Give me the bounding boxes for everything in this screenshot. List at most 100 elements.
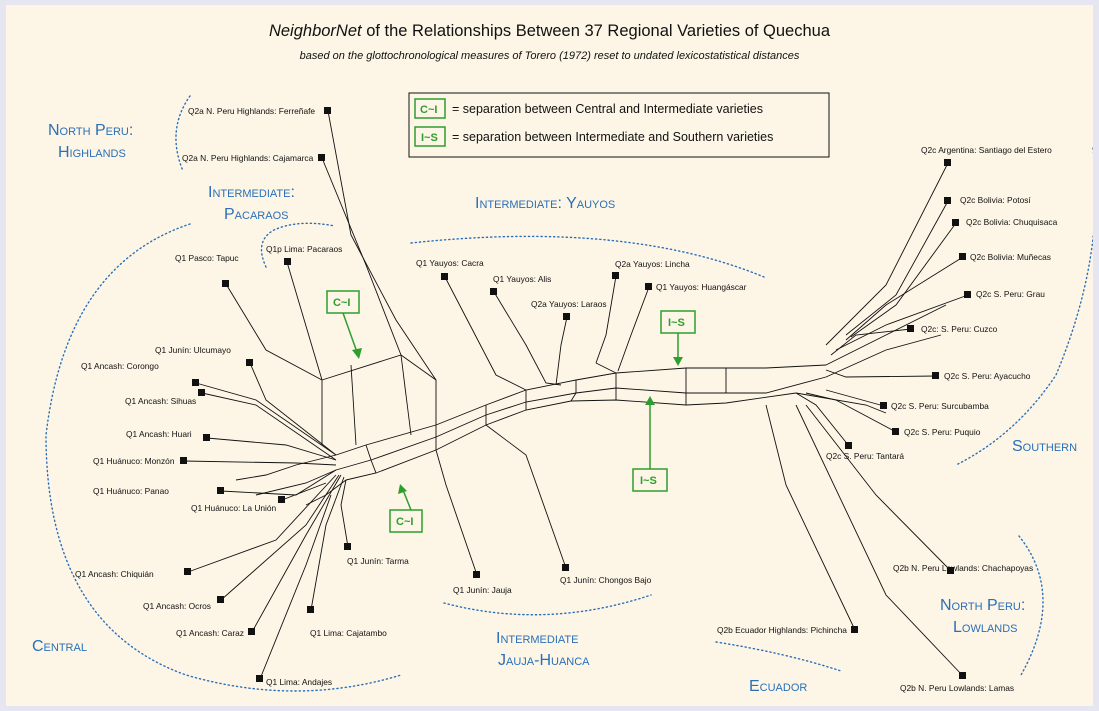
leaf-label: Q1 Pasco: Tapuc	[175, 253, 239, 263]
leaf-marker	[217, 596, 224, 603]
leaf-marker	[612, 272, 619, 279]
marker-is-lower-label: I~S	[640, 475, 657, 487]
title-rest: of the Relationships Between 37 Regional…	[361, 22, 831, 40]
leaf-marker	[473, 571, 480, 578]
leaf-label: Q2c Bolivia: Muñecas	[970, 252, 1051, 262]
leaf-marker	[964, 291, 971, 298]
leaf-label: Q2c S. Peru: Tantará	[826, 451, 904, 461]
leaf-marker	[248, 628, 255, 635]
leaf-labels: Q2a N. Peru Highlands: Ferreñafe Q2a N. …	[75, 106, 1058, 693]
region-southern: Southern	[1012, 438, 1077, 455]
leaf-marker	[959, 253, 966, 260]
legend-ci-label: C~I	[420, 104, 437, 116]
leaf-label: Q1 Lima: Andajes	[266, 677, 332, 687]
leaf-label: Q2a N. Peru Highlands: Cajamarca	[182, 153, 314, 163]
leaf-label: Q2a Yauyos: Lincha	[615, 259, 690, 269]
leaf-label: Q2c: S. Peru: Cuzco	[921, 324, 998, 334]
leaf-marker	[318, 154, 325, 161]
legend-ci-swatch	[414, 98, 446, 119]
region-north-peru-lowlands-line2: Lowlands	[953, 619, 1018, 636]
leaf-marker	[947, 567, 954, 574]
legend: C~I = separation between Central and Int…	[408, 92, 830, 158]
leaf-marker	[192, 379, 199, 386]
leaf-label: Q1 Ancash: Caraz	[176, 628, 244, 638]
legend-ci-text: = separation between Central and Interme…	[452, 102, 763, 116]
region-yauyos: Intermediate: Yauyos	[475, 195, 615, 212]
leaf-marker	[563, 313, 570, 320]
leaf-label: Q2c S. Peru: Surcubamba	[891, 401, 989, 411]
leaf-marker	[324, 107, 331, 114]
leaf-label: Q1p Lima: Pacaraos	[266, 244, 342, 254]
leaf-marker	[278, 496, 285, 503]
leaf-marker	[198, 389, 205, 396]
region-ecuador: Ecuador	[749, 678, 807, 695]
figure-subtitle: based on the glottochronological measure…	[299, 50, 800, 62]
leaf-marker	[441, 273, 448, 280]
leaf-marker	[944, 197, 951, 204]
figure-panel: NeighborNet of the Relationships Between…	[6, 5, 1093, 706]
leaf-label: Q2b N. Peru Lowlands: Lamas	[900, 683, 1014, 693]
leaf-label: Q2c Bolivia: Chuquisaca	[966, 217, 1058, 227]
region-north-peru-highlands-line1: North Peru:	[48, 122, 133, 139]
leaf-label: Q1 Yauyos: Cacra	[416, 258, 484, 268]
leaf-label: Q1 Ancash: Huari	[126, 429, 192, 439]
leaf-label: Q1 Huánuco: Monzón	[93, 456, 175, 466]
leaf-marker	[222, 280, 229, 287]
leaf-label: Q2a Yauyos: Laraos	[531, 299, 607, 309]
leaf-label: Q1 Junín: Chongos Bajo	[560, 575, 652, 585]
leaf-label: Q2c S. Peru: Grau	[976, 289, 1045, 299]
figure-title: NeighborNet of the Relationships Between…	[6, 22, 1093, 41]
leaf-edges	[183, 110, 969, 680]
leaf-marker	[246, 359, 253, 366]
leaf-label: Q2b Ecuador Highlands: Pichincha	[717, 625, 847, 635]
leaf-marker	[952, 219, 959, 226]
leaf-marker	[959, 672, 966, 679]
marker-ci-upper-label: C~I	[333, 297, 350, 309]
leaf-label: Q2a N. Peru Highlands: Ferreñafe	[188, 106, 315, 116]
region-central: Central	[32, 638, 87, 655]
marker-ci-upper: C~I	[326, 290, 362, 359]
leaf-marker	[907, 325, 914, 332]
leaf-label: Q1 Huánuco: La Unión	[191, 503, 277, 513]
leaf-label: Q2c S. Peru: Ayacucho	[944, 371, 1031, 381]
leaf-marker	[851, 626, 858, 633]
leaf-marker	[892, 428, 899, 435]
leaf-marker	[944, 159, 951, 166]
leaf-marker	[184, 568, 191, 575]
network-diagram: Q2a N. Peru Highlands: Ferreñafe Q2a N. …	[32, 92, 1093, 695]
leaf-label: Q1 Junín: Jauja	[453, 585, 512, 595]
split-markers: C~I I~S I~S C~I	[326, 290, 696, 533]
leaf-marker	[180, 457, 187, 464]
leaf-label: Q2c S. Peru: Puquio	[904, 427, 981, 437]
marker-is-lower: I~S	[632, 396, 668, 492]
leaf-label: Q1 Ancash: Corongo	[81, 361, 159, 371]
region-labels: North Peru: Highlands Intermediate: Paca…	[32, 122, 1077, 695]
leaf-label: Q1 Huánuco: Panao	[93, 486, 169, 496]
leaf-marker	[217, 487, 224, 494]
leaf-label: Q1 Yauyos: Alis	[493, 274, 551, 284]
region-north-peru-highlands-line2: Highlands	[58, 144, 126, 161]
title-neighbornet: NeighborNet	[268, 22, 362, 40]
legend-frame	[408, 92, 830, 158]
leaf-label: Q1 Ancash: Chiquián	[75, 569, 154, 579]
region-pacaraos-line2: Pacaraos	[224, 206, 288, 223]
leaf-label: Q2c Argentina: Santiago del Estero	[921, 145, 1052, 155]
leaf-label: Q1 Junín: Tarma	[347, 556, 409, 566]
region-jauja-huanca-line2: Jauja-Huanca	[498, 652, 590, 669]
leaf-marker	[645, 283, 652, 290]
leaf-label: Q2b N. Peru Lowlands: Chachapoyas	[893, 563, 1033, 573]
leaf-marker	[284, 258, 291, 265]
marker-ci-lower-label: C~I	[396, 516, 413, 528]
marker-is-upper: I~S	[660, 310, 696, 366]
marker-ci-lower: C~I	[389, 484, 423, 533]
leaf-label: Q1 Ancash: Sihuas	[125, 396, 196, 406]
legend-is-label: I~S	[421, 132, 438, 144]
region-north-peru-lowlands-line1: North Peru:	[940, 597, 1025, 614]
network-edges	[235, 304, 947, 506]
leaf-marker	[344, 543, 351, 550]
leaf-markers	[180, 107, 971, 682]
leaf-marker	[932, 372, 939, 379]
leaf-marker	[880, 402, 887, 409]
leaf-label: Q1 Lima: Cajatambo	[310, 628, 387, 638]
leaf-marker	[490, 288, 497, 295]
